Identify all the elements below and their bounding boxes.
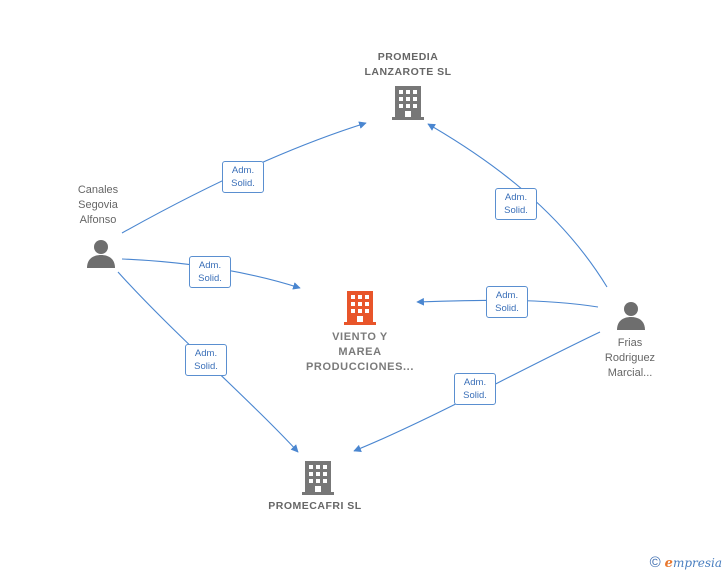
node-label-line: Marcial... bbox=[607, 367, 653, 379]
brand-name: mpresia bbox=[672, 555, 722, 570]
edge-label-line: Solid. bbox=[231, 178, 255, 189]
edge-label-line: Adm. bbox=[231, 165, 255, 176]
edge-label-line: Solid. bbox=[504, 205, 528, 216]
building-icon[interactable] bbox=[392, 84, 424, 120]
node-label-line: PRODUCCIONES... bbox=[305, 361, 414, 373]
node-label-promedia: PROMEDIA LANZAROTE SL bbox=[348, 50, 468, 80]
edge-label-line: Solid. bbox=[194, 361, 218, 372]
edge-label-line: Solid. bbox=[198, 273, 222, 284]
node-label-line: Frias bbox=[617, 337, 643, 349]
edge-label-line: Adm. bbox=[194, 348, 218, 359]
node-label-line: MAREA bbox=[338, 346, 382, 358]
edge-label-line: Solid. bbox=[495, 303, 519, 314]
node-label-frias: Frias Rodriguez Marcial... bbox=[590, 336, 670, 381]
node-label-line: Alfonso bbox=[79, 214, 117, 226]
person-icon[interactable] bbox=[85, 238, 117, 268]
edge-label-frias-viento[interactable]: Adm. Solid. bbox=[486, 286, 528, 318]
node-label-promecafri: PROMECAFRI SL bbox=[250, 499, 380, 514]
building-icon-main[interactable] bbox=[344, 289, 376, 325]
edge-label-canales-promedia[interactable]: Adm. Solid. bbox=[222, 161, 264, 193]
building-icon[interactable] bbox=[302, 459, 334, 495]
edge-label-line: Solid. bbox=[463, 390, 487, 401]
copyright-icon: © bbox=[649, 554, 661, 571]
brand-initial: e bbox=[664, 555, 673, 571]
node-label-viento: VIENTO Y MAREA PRODUCCIONES... bbox=[290, 330, 430, 375]
node-label-line: Rodriguez bbox=[604, 352, 656, 364]
node-label-line: LANZAROTE SL bbox=[364, 66, 452, 78]
edge-label-canales-promecafri[interactable]: Adm. Solid. bbox=[185, 344, 227, 376]
person-icon[interactable] bbox=[615, 300, 647, 330]
edge-label-line: Adm. bbox=[495, 290, 519, 301]
edge-label-frias-promedia[interactable]: Adm. Solid. bbox=[495, 188, 537, 220]
edge-label-line: Adm. bbox=[463, 377, 487, 388]
node-label-line: PROMEDIA bbox=[377, 51, 439, 63]
brand-logo: empresia bbox=[665, 555, 722, 571]
node-label-line: PROMECAFRI SL bbox=[268, 500, 362, 512]
node-label-line: VIENTO Y bbox=[332, 331, 388, 343]
edge-label-canales-viento[interactable]: Adm. Solid. bbox=[189, 256, 231, 288]
node-label-line: Segovia bbox=[78, 199, 118, 211]
empresia-watermark: © empresia bbox=[650, 554, 722, 571]
node-label-canales: Canales Segovia Alfonso bbox=[58, 183, 138, 228]
edge-label-frias-promecafri[interactable]: Adm. Solid. bbox=[454, 373, 496, 405]
edge-label-line: Adm. bbox=[504, 192, 528, 203]
edge-label-line: Adm. bbox=[198, 260, 222, 271]
node-label-line: Canales bbox=[77, 184, 119, 196]
